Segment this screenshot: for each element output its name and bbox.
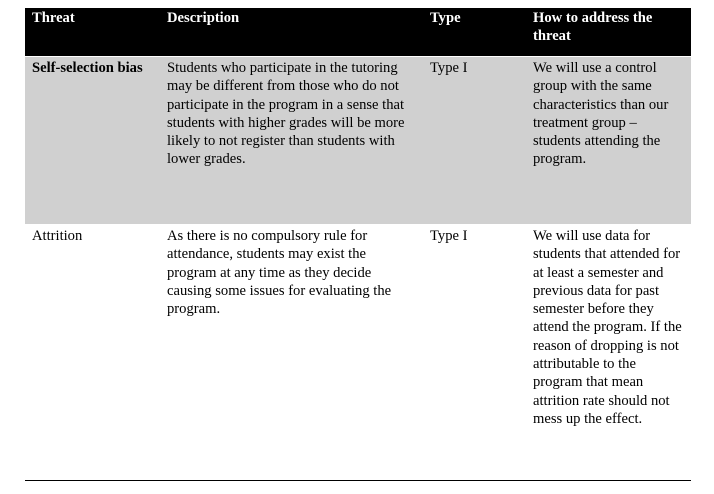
description-cell: As there is no compulsory rule for atten… <box>167 228 392 318</box>
type-cell: Type I <box>430 228 468 244</box>
type-cell: Type I <box>430 60 468 76</box>
threats-table: Threat Description Type How to address t… <box>25 8 691 481</box>
table-bottom-border <box>25 480 691 481</box>
table-row: Attrition As there is no compulsory rule… <box>25 224 691 480</box>
address-cell: We will use data for students that atten… <box>533 228 682 427</box>
threat-cell: Attrition <box>32 228 83 244</box>
header-threat: Threat <box>32 10 75 26</box>
header-type: Type <box>430 10 461 26</box>
threat-cell: Self-selection bias <box>32 60 143 76</box>
description-cell: Students who participate in the tutoring… <box>167 60 405 168</box>
table-header-row: Threat Description Type How to address t… <box>25 8 691 56</box>
header-how-to-address: How to address the threat <box>533 10 653 45</box>
header-description: Description <box>167 10 240 26</box>
address-cell: We will use a control group with the sam… <box>533 60 669 168</box>
table-row: Self-selection bias Students who partici… <box>25 56 691 224</box>
